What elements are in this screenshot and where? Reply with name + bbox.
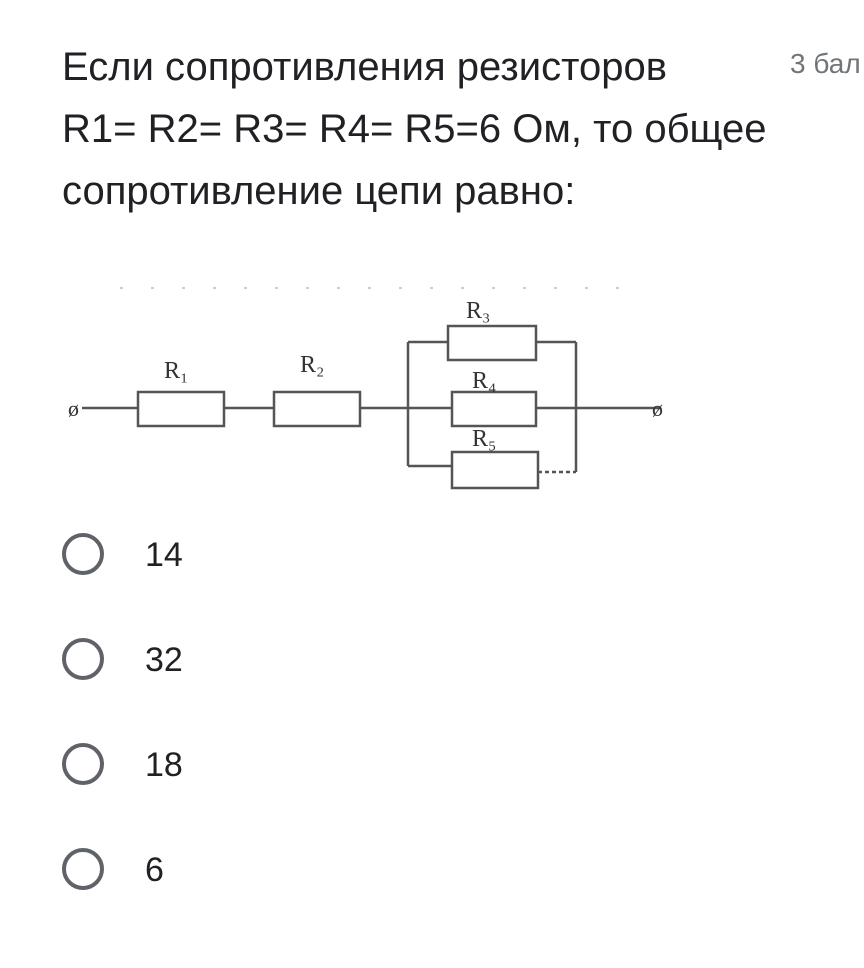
radio-button[interactable] — [62, 743, 104, 785]
question-line-1: Если сопротивления резисторов — [62, 45, 667, 89]
resistor-r4 — [450, 390, 538, 428]
label-r4: R₄ — [472, 368, 496, 394]
resistor-r5 — [450, 450, 540, 490]
terminal-right: ø — [652, 396, 663, 421]
circuit-diagram: ø ø R₁ R₂ R₃ R₄ R₅ — [68, 287, 663, 490]
resistor-r1 — [136, 390, 226, 428]
option-label: 32 — [145, 641, 183, 679]
label-r2: R₂ — [300, 352, 324, 378]
radio-button[interactable] — [62, 533, 104, 575]
points-badge: 3 бал — [790, 48, 861, 79]
label-r5: R₅ — [472, 426, 496, 452]
question-title: Если сопротивления резисторов R1= R2= R3… — [62, 36, 782, 222]
radio-button[interactable] — [62, 848, 104, 890]
label-r1: R₁ — [164, 358, 188, 384]
resistor-r3 — [446, 324, 538, 362]
label-r3: R₃ — [466, 298, 490, 324]
option-label: 14 — [145, 536, 183, 574]
option-label: 6 — [145, 851, 164, 889]
question-line-3: сопротивление цепи равно: — [62, 169, 576, 213]
resistor-r2 — [272, 390, 362, 428]
option-label: 18 — [145, 746, 183, 784]
radio-button[interactable] — [62, 638, 104, 680]
terminal-left: ø — [68, 396, 79, 421]
question-line-2: R1= R2= R3= R4= R5=6 Ом, то общее — [62, 107, 767, 151]
